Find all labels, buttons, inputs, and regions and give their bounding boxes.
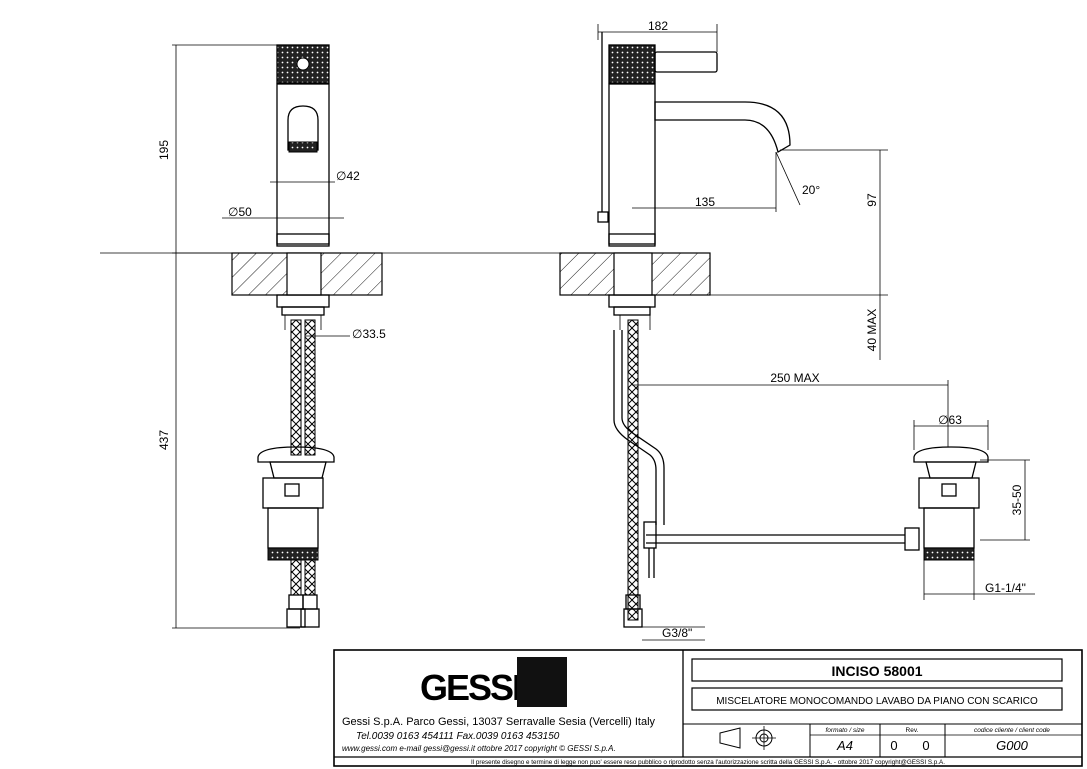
rev-value-1: 0 xyxy=(890,738,897,753)
dim-437: 437 xyxy=(157,430,171,450)
dim-182: 182 xyxy=(648,19,668,33)
dim-97: 97 xyxy=(865,193,879,207)
client-code-label: codice cliente / client code xyxy=(974,727,1050,734)
product-code: INCISO 58001 xyxy=(831,663,922,679)
title-block: GESSI Gessi S.p.A. Parco Gessi, 13037 Se… xyxy=(333,649,1083,767)
company-web: www.gessi.com e-mail gessi@gessi.it otto… xyxy=(342,744,616,753)
product-description: MISCELATORE MONOCOMANDO LAVABO DA PIANO … xyxy=(716,696,1038,707)
dim-angle-20: 20° xyxy=(802,183,820,197)
waste-cap xyxy=(257,446,335,463)
projection-symbol-icon xyxy=(719,727,741,749)
gessi-logo: GESSI xyxy=(420,667,520,708)
format-value: A4 xyxy=(836,738,853,753)
dim-195: 195 xyxy=(157,140,171,160)
mixer-body-side xyxy=(608,83,656,245)
dim-diam-42: ∅42 xyxy=(336,169,360,183)
front-view xyxy=(100,44,612,629)
dim-diam-50: ∅50 xyxy=(228,205,252,219)
dim-g1-1-4: G1-1/4" xyxy=(985,581,1026,595)
dim-diam-63: ∅63 xyxy=(938,413,962,427)
spout xyxy=(654,101,791,153)
company-phone-fax: Tel.0039 0163 454111 Fax.0039 0163 45315… xyxy=(356,731,560,742)
format-label: formato / size xyxy=(825,727,864,734)
side-view xyxy=(559,24,1035,641)
dim-35-50: 35-50 xyxy=(1010,484,1024,515)
logo-square xyxy=(517,657,567,707)
rev-label: Rev. xyxy=(906,727,919,734)
dim-g3-8: G3/8" xyxy=(662,626,692,640)
rev-value-2: 0 xyxy=(922,738,929,753)
lever xyxy=(654,51,718,73)
dim-250-max: 250 MAX xyxy=(770,371,819,385)
dim-diam-33-5: ∅33.5 xyxy=(352,327,386,341)
waste-cap-side xyxy=(913,446,989,463)
copyright-notice: Il presente disegno e termine di legge n… xyxy=(471,759,945,766)
company-address: Gessi S.p.A. Parco Gessi, 13037 Serraval… xyxy=(342,716,656,728)
mixer-body xyxy=(276,83,330,245)
client-code-value: G000 xyxy=(996,738,1029,753)
dim-40-max: 40 MAX xyxy=(865,309,879,352)
dim-135: 135 xyxy=(695,195,715,209)
